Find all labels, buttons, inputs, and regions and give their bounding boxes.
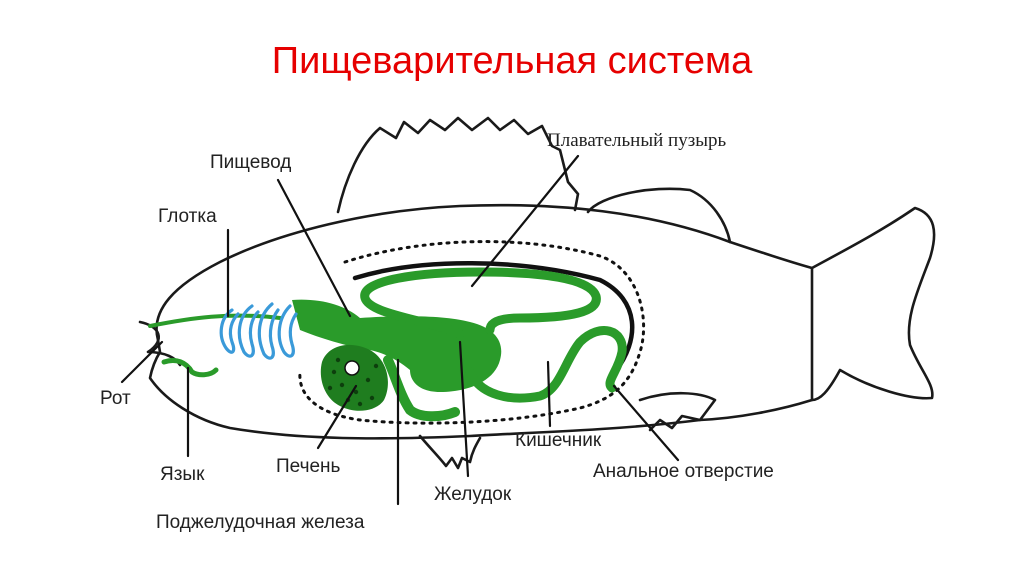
label-pharynx: Глотка	[158, 206, 217, 227]
gills	[221, 304, 296, 358]
pelvic-fin-outline	[420, 436, 480, 468]
liver	[321, 345, 388, 411]
label-pancreas: Поджелудочная железа	[156, 512, 365, 533]
label-mouth: Рот	[100, 388, 131, 409]
label-stomach: Желудок	[434, 484, 512, 505]
label-tongue: Язык	[160, 464, 205, 485]
label-esophagus: Пищевод	[210, 152, 291, 173]
pointer-esophagus	[278, 180, 350, 316]
pointer-intestine	[548, 362, 550, 426]
label-swim-bladder: Плавательный пузырь	[547, 130, 726, 151]
tail-fin-outline	[812, 208, 934, 400]
dorsal-fin-outline	[338, 118, 578, 212]
label-intestine: Кишечник	[515, 430, 602, 451]
label-liver: Печень	[276, 456, 341, 477]
label-anus: Анальное отверстие	[593, 461, 774, 482]
tongue	[164, 360, 216, 374]
